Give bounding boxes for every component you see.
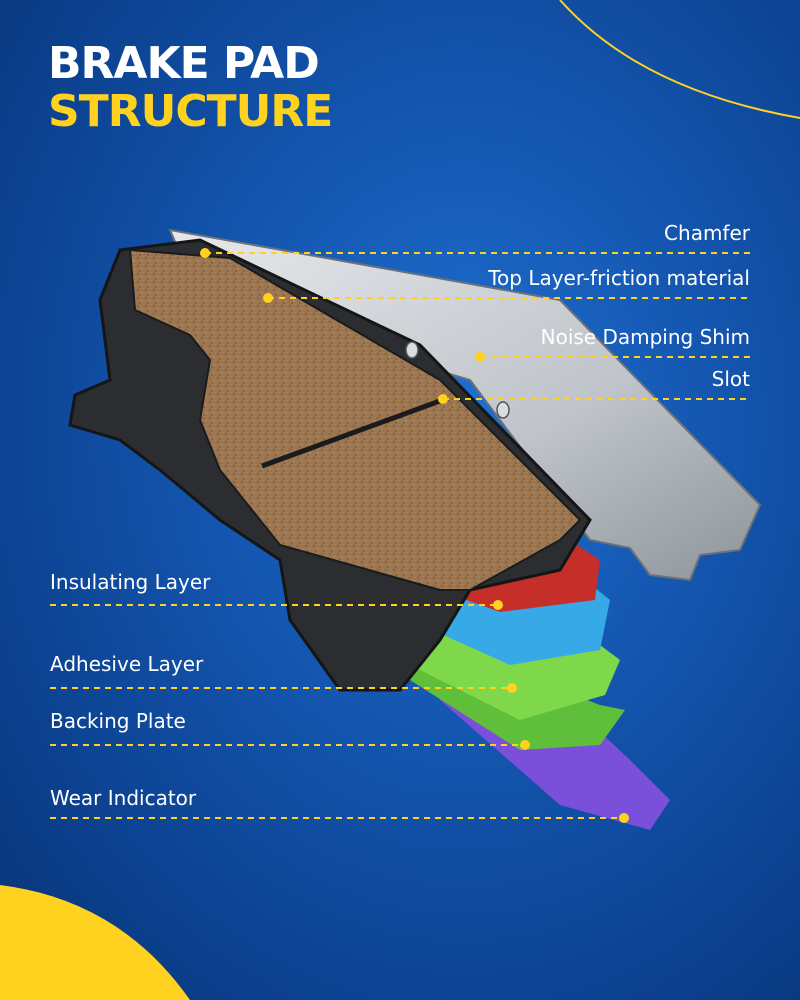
- dot-noise-shim: [475, 352, 485, 362]
- label-backing: Backing Plate: [50, 709, 186, 733]
- title-line-1: BRAKE PAD: [48, 38, 320, 89]
- dot-backing: [520, 740, 530, 750]
- label-adhesive: Adhesive Layer: [50, 652, 204, 676]
- corner-accent-shape: [0, 885, 190, 1000]
- dot-chamfer: [200, 248, 210, 258]
- leader-lines: [50, 252, 750, 819]
- label-noise-shim: Noise Damping Shim: [540, 325, 750, 349]
- dot-slot: [438, 394, 448, 404]
- label-slot: Slot: [711, 367, 750, 391]
- friction-material: [128, 248, 582, 591]
- marker-dots: [200, 248, 629, 823]
- dot-wear: [619, 813, 629, 823]
- dot-top-layer: [263, 293, 273, 303]
- slot-groove: [261, 395, 449, 469]
- dot-insulating: [493, 600, 503, 610]
- label-chamfer: Chamfer: [664, 221, 750, 245]
- rivet-1: [405, 341, 419, 359]
- corner-accent-curve: [559, 0, 800, 119]
- dot-adhesive: [507, 683, 517, 693]
- label-insulating: Insulating Layer: [50, 570, 211, 594]
- page-title: BRAKE PAD STRUCTURE: [48, 38, 333, 137]
- label-wear: Wear Indicator: [50, 786, 197, 810]
- rivet-2: [496, 401, 510, 419]
- label-top-layer: Top Layer-friction material: [488, 266, 750, 290]
- title-line-2: STRUCTURE: [48, 86, 333, 137]
